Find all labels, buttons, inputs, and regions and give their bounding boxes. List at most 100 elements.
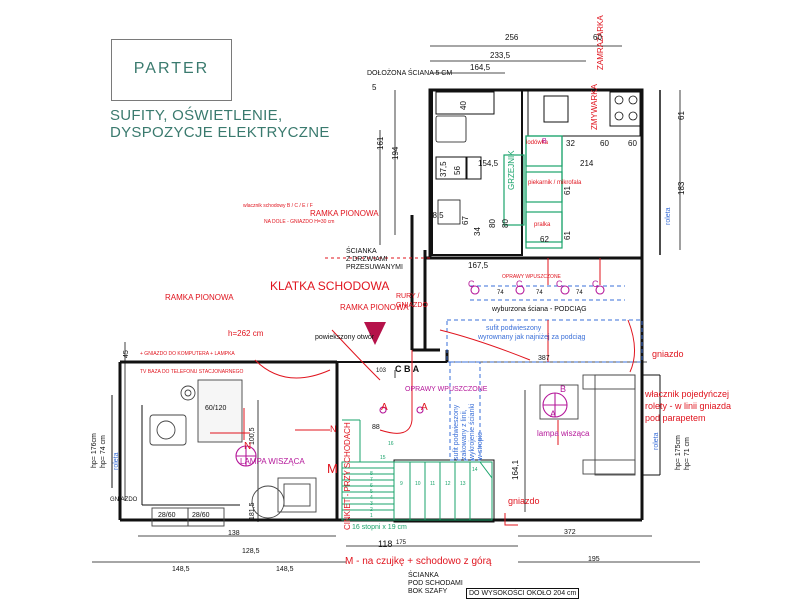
dim-195: 195 — [588, 556, 600, 563]
stair-step-number: 9 — [400, 481, 403, 487]
marker-b2: B — [542, 138, 547, 145]
dim-233-5: 233,5 — [490, 51, 511, 60]
label-scianka-1: ŚCIANKA — [346, 248, 377, 255]
label-scianka-pod-2: POD SCHODAMI — [408, 580, 463, 587]
label-scianka-3: PRZESUWANYMI — [346, 264, 403, 271]
dim-45: 45 — [123, 350, 130, 358]
marker-c4: C — [592, 279, 599, 289]
label-wlacznik-schodowy: wlacznik schodowy B / C / E / F — [243, 203, 313, 209]
stair-step-number: 5 — [370, 489, 373, 495]
entrance-marker — [364, 322, 386, 345]
subtitle-line-2: DYSPOZYCJE ELEKTRYCZNE — [110, 124, 330, 141]
label-tv-baza: TV BAZA DO TELEFONU STACJONARNEGO — [140, 369, 244, 375]
stair-step-number: 3 — [370, 501, 373, 507]
label-stair-sufit2: zakowany z linii, — [461, 409, 468, 460]
stair-step-number: 13 — [460, 481, 466, 487]
dim-148-5-a: 148,5 — [172, 566, 190, 573]
label-grzejnik: GRZEJNIK — [507, 150, 516, 190]
label-lampa-right: lampa wisząca — [537, 429, 590, 438]
label-powiekszony: powiekszony otwór — [315, 334, 375, 341]
label-nadole-gniazdo: NA DOLE - GNIAZDO H=30 cm — [264, 219, 335, 225]
label-scianka-pod-3: BOK SZAFY — [408, 588, 448, 595]
label-piekarnik: piekarnik / mikrofala — [528, 180, 582, 186]
stair-step-number: 7 — [370, 477, 373, 483]
dimension-lines — [92, 45, 700, 563]
dim-37-5: 37,5 — [439, 161, 448, 177]
dim-60: 60 — [593, 33, 602, 42]
rotated-labels: ZMYWARKA ZAMRAŻARKA GRZEJNIK roleta role… — [91, 15, 691, 530]
marker-n2: N — [330, 424, 337, 434]
dim-61-mid: 61 — [563, 186, 572, 195]
title-frame: PARTER — [111, 39, 232, 101]
label-wlacznik-r2: rolety - w linii gniazda — [645, 401, 732, 411]
label-zmywarka: ZMYWARKA — [590, 83, 599, 130]
label-wyburzona: wyburzona ściana - PODCIĄG — [492, 306, 587, 313]
dim-61-top: 61 — [677, 111, 686, 120]
label-desk: 60/120 — [205, 405, 227, 412]
label-stair-sufit3: wykrojenie ścianki — [469, 403, 476, 461]
kitchen-hob — [435, 95, 638, 225]
label-stair-sufit4: w stropie — [477, 432, 484, 461]
label-ramka-pionowa-1: RAMKA PIONOWA — [310, 209, 379, 218]
dim-56: 56 — [453, 166, 462, 175]
label-rury-1: RURY / — [396, 293, 420, 300]
stair-step-number: 1 — [370, 513, 373, 519]
dim-100-5: 100,5 — [249, 427, 256, 445]
label-roleta-left: roleta — [113, 452, 120, 470]
subtitle-line-1: SUFITY, OŚWIETLENIE, — [110, 107, 283, 124]
label-h262: h=262 cm — [228, 329, 264, 338]
stair-step-number: 11 — [430, 481, 436, 487]
dim-32: 32 — [566, 139, 575, 148]
label-dolozona-sciana: DOŁOŻONA ŚCIANA 5 CM — [367, 70, 453, 77]
label-scianka-pod-1: ŚCIANKA — [408, 572, 439, 579]
dim-167-5: 167,5 — [468, 261, 489, 270]
dim-214: 214 — [580, 159, 594, 168]
label-do-wysokosci: DO WYSOKOŚCI OKOŁO 204 cm — [466, 588, 580, 599]
dim-128-5: 128,5 — [242, 548, 260, 555]
electrical-wiring — [210, 257, 635, 526]
stair-step-number: 6 — [370, 483, 373, 489]
dim-74c: 74 — [576, 290, 583, 296]
label-oprawy-wp-1: OPRAWY WPUSZCZONE — [502, 274, 561, 280]
dim-40: 40 — [459, 101, 468, 110]
label-box-1: 28/60 — [158, 512, 176, 519]
marker-a2: A — [421, 402, 428, 413]
dim-88: 88 — [372, 424, 380, 431]
label-gniazdo-right-1: gniazdo — [652, 349, 684, 359]
dim-164-1: 164,1 — [511, 459, 520, 480]
label-rury-2: GNIAZDO — [396, 302, 428, 309]
dim-62: 62 — [540, 235, 549, 244]
dim-103: 103 — [376, 368, 387, 374]
dim-175: 175 — [396, 540, 407, 546]
label-gniazdo-right-2: gniazdo — [508, 496, 540, 506]
stair-step-number: 4 — [370, 495, 373, 501]
label-cba: C B A — [395, 364, 420, 374]
stair-step-number: 8 — [370, 471, 373, 477]
dim-138: 138 — [228, 530, 240, 537]
label-wlacznik-r3: pod parapetem — [645, 413, 706, 423]
dim-164-5: 164,5 — [470, 63, 491, 72]
marker-c3: C — [556, 279, 563, 289]
dim-118: 118 — [378, 539, 393, 549]
label-gniazdo-left: GNIAZDO — [110, 497, 138, 503]
label-roleta-top: roleta — [665, 207, 672, 225]
page-title: PARTER — [133, 60, 210, 77]
label-box-2: 28/60 — [192, 512, 210, 519]
marker-c2: C — [516, 279, 523, 289]
label-wyrownany: wyrownany jak najniżej za podciąg — [478, 334, 586, 341]
marker-m: M — [327, 461, 338, 476]
label-ramka-pionowa-2: RAMKA PIONOWA — [165, 293, 234, 302]
label-roleta-right: roleta — [653, 432, 660, 450]
stair-step-number: 16 — [388, 441, 394, 447]
stair-step-number: 10 — [415, 481, 421, 487]
dim-60b: 60 — [600, 139, 609, 148]
dim-74b: 74 — [536, 290, 543, 296]
walls — [111, 88, 661, 523]
dim-74a: 74 — [497, 290, 504, 296]
dim-161: 161 — [376, 136, 385, 150]
label-stopni: 16 stopni x 19 cm — [352, 524, 407, 531]
dim-181-5: 181,5 — [249, 502, 256, 520]
label-zamrarka: ZAMRAŻARKA — [596, 15, 605, 70]
label-scianka-2: Z DRZWIAMI — [346, 256, 388, 263]
dim-18-5: 18,5 — [428, 211, 444, 220]
